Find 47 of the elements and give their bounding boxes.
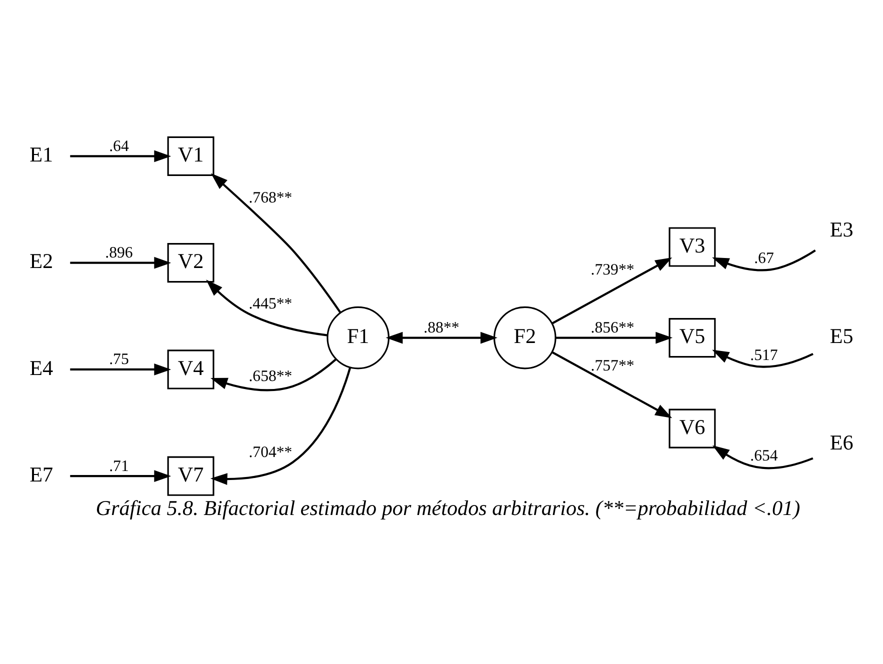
node-text: E6 (830, 430, 854, 455)
arrow (70, 470, 172, 482)
node-text: E3 (830, 217, 854, 242)
arrow (552, 257, 672, 324)
edge-label: .88** (424, 320, 460, 337)
arrow (386, 332, 498, 344)
edge-label: .896 (105, 244, 133, 262)
node-box: V2 (167, 243, 214, 283)
edge-label: .71 (109, 458, 129, 475)
node-box: V7 (167, 456, 214, 496)
edge-label: .445** (248, 295, 292, 312)
edge-label: .739** (590, 261, 634, 278)
edge-label: .856** (590, 320, 634, 337)
arrow (210, 367, 352, 485)
edge-label: .768** (248, 190, 292, 207)
node-box: V5 (668, 318, 716, 358)
arrow (556, 332, 673, 344)
arrow (206, 280, 328, 336)
node-box: V4 (167, 350, 214, 390)
node-text: E2 (30, 249, 54, 274)
arrow (552, 351, 672, 418)
caption: Gráfica 5.8. Bifactorial estimado por métodos arbitrarios. (**=probabilidad <.01) (96, 496, 800, 520)
node-circle: F2 (494, 306, 556, 370)
arrow (712, 445, 814, 470)
edge-label: .75 (109, 351, 129, 368)
edge-label: .658** (248, 368, 292, 386)
node-box: V1 (167, 136, 214, 176)
node-circle: F1 (326, 306, 390, 370)
arrow (210, 358, 337, 392)
node-text: E1 (30, 142, 54, 167)
node-text: E4 (30, 356, 54, 380)
edge-label: .757** (590, 358, 634, 375)
edge-label: .654 (750, 447, 778, 464)
arrow (712, 249, 816, 272)
node-text: E7 (30, 462, 54, 486)
node-box: V3 (668, 227, 716, 267)
arrow (70, 150, 172, 162)
arrow (70, 256, 172, 269)
arrow (70, 364, 172, 376)
edge-label: .517 (750, 346, 778, 364)
arrow (210, 173, 342, 314)
edge-label: .67 (754, 250, 774, 267)
node-text: E5 (830, 324, 854, 348)
arrow (712, 350, 814, 368)
node-box: V6 (668, 408, 716, 448)
edge-label: .64 (109, 138, 129, 155)
edge-label: .704** (248, 444, 292, 462)
